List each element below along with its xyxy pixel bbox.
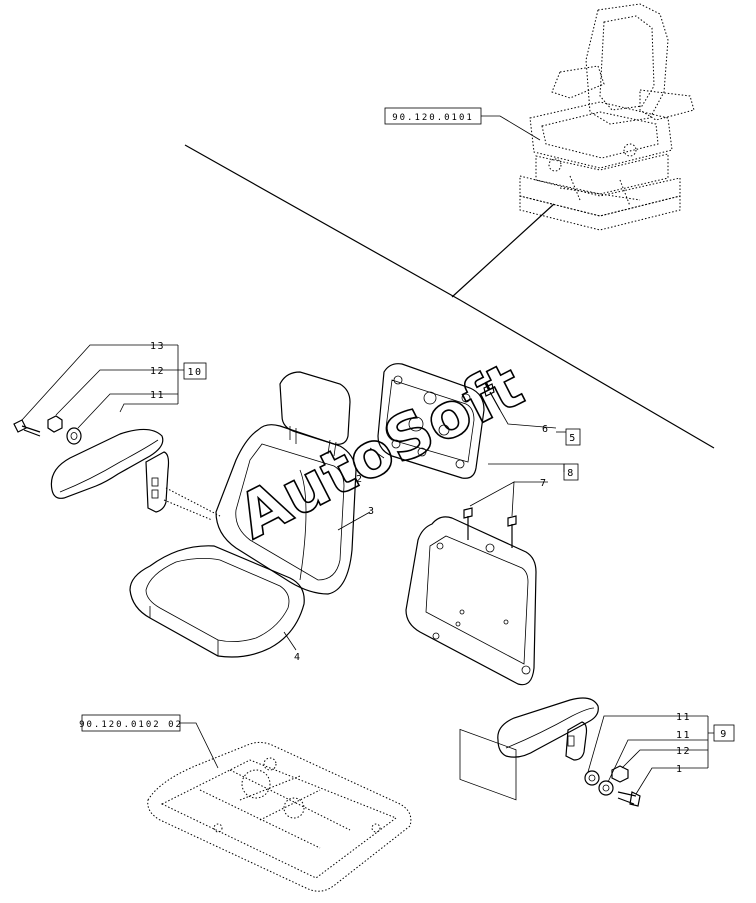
callout-1: 1 xyxy=(676,764,684,775)
callout-12b: 12 xyxy=(676,746,691,757)
callout-6: 6 xyxy=(542,424,550,435)
callout-12a: 12 xyxy=(150,366,165,377)
callout-10: 10 xyxy=(187,367,202,378)
reference-top-label: 90.120.0101 xyxy=(392,113,474,123)
callout-4: 4 xyxy=(294,652,302,663)
reference-box-bottom: 90.120.0102 02 xyxy=(79,714,219,769)
callout-2: 2 xyxy=(356,474,364,485)
callout-11a: 11 xyxy=(150,390,165,401)
seat-cushion: 4 xyxy=(129,545,305,663)
seat-frame: 7 8 xyxy=(405,463,579,801)
callout-9: 9 xyxy=(720,729,728,740)
complete-seat-reference-drawing xyxy=(519,3,695,231)
watermark-text: AutoSoft xyxy=(226,348,534,553)
back-panel: 6 5 2 xyxy=(356,363,581,485)
callout-5: 5 xyxy=(569,433,577,444)
callout-group-left: 13 12 11 10 xyxy=(21,341,207,429)
backrest: 3 xyxy=(215,371,376,595)
autosoft-watermark: AutoSoft xyxy=(226,347,535,554)
callout-11c: 11 xyxy=(676,730,691,741)
callout-13: 13 xyxy=(150,341,165,352)
callout-8: 8 xyxy=(567,468,575,479)
reference-box-top: 90.120.0101 xyxy=(384,107,541,141)
base-reference-drawing xyxy=(147,741,412,892)
callout-11b: 11 xyxy=(676,712,691,723)
callout-3: 3 xyxy=(368,506,376,517)
section-divider xyxy=(184,144,715,449)
callout-7: 7 xyxy=(540,478,548,489)
left-armrest xyxy=(13,415,221,521)
right-armrest: 11 11 12 1 9 xyxy=(497,697,735,807)
reference-bottom-label: 90.120.0102 02 xyxy=(79,720,183,730)
